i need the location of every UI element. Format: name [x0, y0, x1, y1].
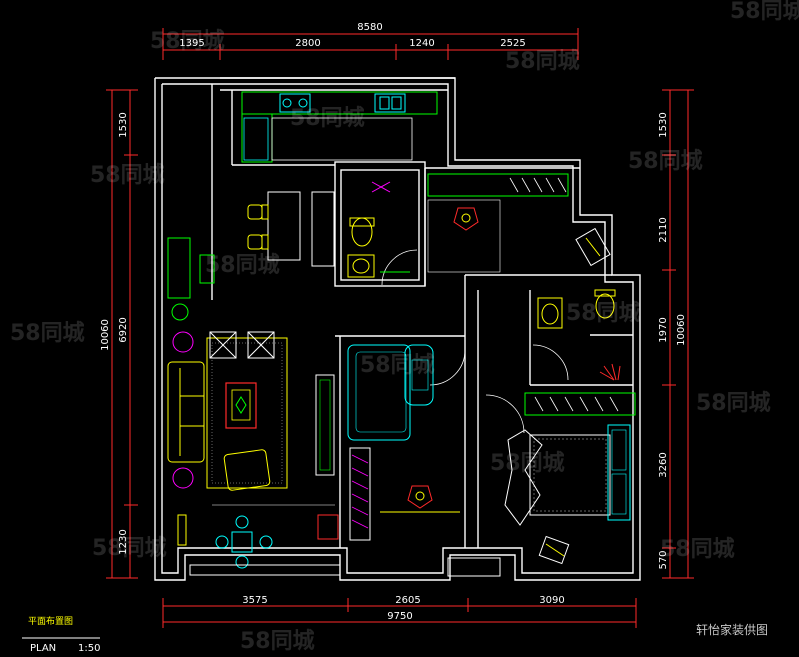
bedroom-2 [427, 173, 611, 273]
kitchen-sink-icon [374, 93, 406, 113]
watermark-text: 58同城 [150, 28, 225, 54]
dim-top-seg-1: 1395 [179, 38, 204, 49]
fur-rug [504, 429, 543, 526]
dim-left-seg-1: 1530 [118, 112, 129, 137]
watermark-text: 58同城 [660, 536, 735, 562]
balcony-table-set [177, 514, 339, 569]
sofa-icon [167, 361, 205, 463]
master-bath [537, 289, 621, 381]
dining-table [267, 191, 301, 261]
dim-right-seg-2: 2110 [658, 217, 669, 242]
dim-bottom-seg-1: 3575 [242, 595, 267, 606]
dim-right-seg-5: 570 [658, 550, 669, 569]
dim-top-total: 8580 [357, 22, 382, 33]
plan-scale: 1:50 [78, 643, 100, 654]
washbasin-icon [537, 297, 563, 329]
watermark-text: 58同城 [205, 252, 280, 278]
lamp-icon [172, 331, 194, 353]
dim-bottom-seg-2: 2605 [395, 595, 420, 606]
washbasin-icon [347, 254, 375, 278]
toilet-icon [351, 217, 373, 247]
living-room [167, 237, 335, 506]
dim-bottom-seg-3: 3090 [539, 595, 564, 606]
master-bedroom [504, 392, 636, 565]
tv-console [315, 374, 335, 476]
desk-chair-icon [407, 485, 433, 509]
armchair-icon [404, 344, 434, 406]
title-block: 平面布置图 PLAN 1:50 [22, 615, 100, 654]
watermark-text: 58同城 [566, 300, 641, 326]
dim-left-total: 10060 [100, 319, 111, 351]
lounge-chair-icon [538, 535, 570, 565]
watermark-text: 58同城 [490, 450, 565, 476]
watermark-text: 58同城 [505, 48, 580, 74]
bed-icon [529, 434, 611, 516]
watermark-text: 58同城 [360, 352, 435, 378]
dimension-lines [106, 28, 694, 628]
dim-left-seg-2: 6920 [118, 317, 129, 342]
shoe-cabinet [167, 237, 191, 299]
bathroom-1 [347, 181, 410, 278]
walls [154, 77, 641, 581]
dim-right-seg-3: 1970 [658, 317, 669, 342]
watermark-text: 58同城 [696, 390, 771, 416]
tea-table-icon [231, 531, 253, 553]
coffee-table [225, 382, 257, 429]
dim-left-seg-3: 1230 [118, 529, 129, 554]
dim-right-total: 10060 [676, 314, 687, 346]
toilet-icon [595, 293, 615, 319]
dimension-labels: 8580 1395 2800 1240 2525 3575 2605 3090 … [100, 22, 687, 622]
dim-right-seg-1: 1530 [658, 112, 669, 137]
plan-label: PLAN [30, 643, 56, 654]
dim-right-seg-4: 3260 [658, 452, 669, 477]
lounge-chair-icon [575, 227, 611, 267]
bed-icon [347, 344, 411, 441]
wardrobe [349, 447, 371, 541]
plan-title: 平面布置图 [28, 615, 73, 627]
lounge-chair-icon [223, 449, 271, 491]
plant-icon [171, 303, 189, 321]
watermark-text: 58同城 [628, 148, 703, 174]
bottom-balcony [189, 557, 501, 577]
wardrobe [427, 173, 569, 197]
kitchen [241, 91, 438, 163]
watermark-text: 58同城 [730, 0, 799, 24]
wardrobe [524, 392, 636, 416]
stove-icon [279, 93, 311, 113]
watermark-text: 58同城 [90, 162, 165, 188]
watermark-text: 58同城 [290, 105, 365, 131]
watermarks: 58同城 58同城 58同城 58同城 58同城 58同城 58同城 58同城 … [10, 0, 799, 654]
dim-bottom-total: 9750 [387, 611, 412, 622]
rug [206, 337, 288, 489]
desk-chair-icon [453, 207, 479, 231]
watermark-text: 58同城 [10, 320, 85, 346]
dim-top-seg-3: 1240 [409, 38, 434, 49]
image-credit: 轩怡家装供图 [696, 622, 768, 637]
dining-area [247, 191, 335, 267]
fridge-icon [243, 117, 269, 161]
bedside-cabinet [607, 424, 631, 521]
watermark-text: 58同城 [92, 535, 167, 561]
armchair-icon [209, 331, 237, 359]
dining-chair-icon [247, 204, 263, 220]
dim-top-seg-4: 2525 [500, 38, 525, 49]
door-arcs [381, 249, 569, 434]
watermark-text: 58同城 [240, 628, 315, 654]
dim-top-seg-2: 2800 [295, 38, 320, 49]
bedroom-3 [347, 344, 460, 541]
